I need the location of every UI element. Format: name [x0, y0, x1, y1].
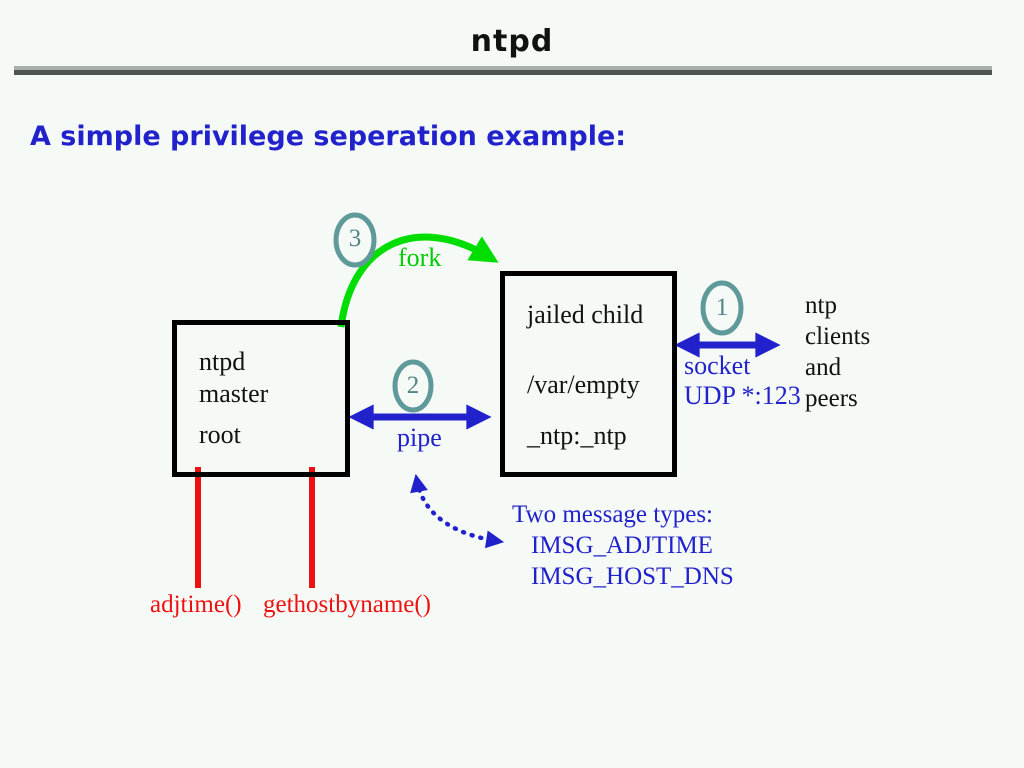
master-box-line: ntpd	[199, 347, 246, 376]
ntp-peers-label-line: and	[805, 354, 842, 381]
fork-arrow	[337, 233, 499, 328]
ntp-peers-label-line: ntp	[805, 292, 837, 319]
gethostbyname-label: gethostbyname()	[263, 591, 432, 618]
step-3-circle	[333, 212, 377, 268]
message-imsg-adjtime: IMSG_ADJTIME	[531, 532, 713, 559]
pipe-label: pipe	[397, 423, 442, 452]
master-box-line: master	[199, 379, 269, 408]
messages-title: Two message types:	[512, 501, 713, 528]
header-rule-light	[14, 66, 992, 70]
step-3-number: 3	[348, 225, 362, 252]
header-rule	[14, 66, 992, 75]
step-1-number: 1	[715, 294, 729, 321]
page-title: ntpd	[470, 24, 554, 59]
header-rule-dark	[14, 70, 992, 75]
udp-port-label: UDP *:123	[684, 381, 801, 410]
child-box-line: _ntp:_ntp	[527, 421, 627, 450]
fork-label: fork	[398, 243, 442, 272]
message-imsg-hostdns: IMSG_HOST_DNS	[531, 563, 734, 590]
step-2-number: 2	[406, 372, 420, 399]
ipc-messages-dotted-arrow	[410, 473, 505, 549]
ntp-peers-label-line: clients	[805, 323, 871, 350]
child-box-line: jailed child	[527, 300, 644, 329]
adjtime-label: adjtime()	[150, 591, 242, 618]
child-box-line: /var/empty	[527, 370, 640, 399]
ntp-peers-label-line: peers	[805, 385, 858, 412]
step-1-circle	[700, 280, 744, 336]
master-box-line: root	[199, 420, 241, 449]
step-2-circle	[392, 359, 434, 413]
slide-subtitle: A simple privilege seperation example:	[30, 121, 627, 152]
jailed-child-box: jailed child /var/empty _ntp:_ntp	[500, 271, 677, 477]
socket-label: socket	[684, 351, 751, 380]
ntpd-master-box: ntpd master root	[172, 320, 350, 477]
